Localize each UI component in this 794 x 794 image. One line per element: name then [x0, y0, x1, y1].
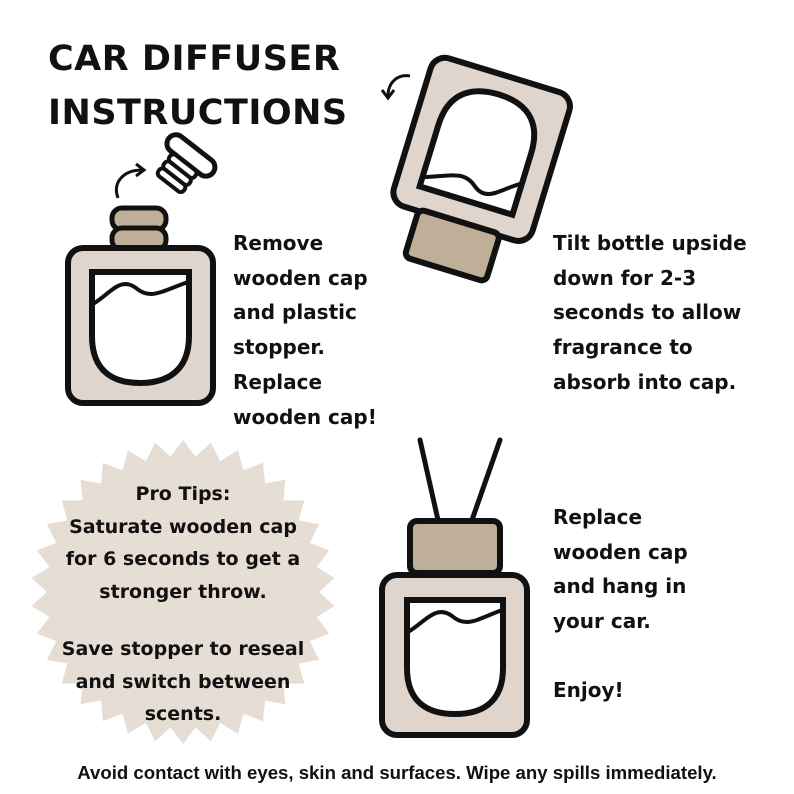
- tip-line: scents.: [144, 703, 222, 725]
- step-line: down for 2-3: [553, 265, 697, 290]
- enjoy-text: Enjoy!: [553, 677, 624, 702]
- step-line: wooden cap: [233, 265, 368, 290]
- step-line: absorb into cap.: [553, 369, 737, 394]
- tip-line: and switch between: [75, 670, 291, 693]
- step-line: seconds to allow: [553, 300, 742, 325]
- step-line: your car.: [553, 609, 651, 634]
- pro-tips-badge: [31, 440, 335, 744]
- pro-tips: Pro Tips: Saturate wooden cap for 6 seco…: [33, 478, 333, 731]
- curved-arrow-icon: [115, 162, 147, 199]
- page-title: CAR DIFFUSER INSTRUCTIONS: [48, 32, 348, 140]
- tip-line: Save stopper to reseal: [61, 638, 305, 660]
- bottle-open-illustration: [68, 132, 218, 403]
- step-line: Replace: [233, 369, 323, 394]
- rotate-arrow-icon: [380, 74, 411, 101]
- step-line: Replace: [553, 505, 643, 529]
- step-3-text: Replace wooden cap and hang in your car.…: [553, 500, 688, 708]
- stopper-icon: [155, 132, 218, 195]
- pro-tips-heading: Pro Tips:: [135, 483, 231, 505]
- step-line: stopper.: [233, 335, 326, 360]
- title-line: INSTRUCTIONS: [48, 93, 348, 133]
- step-line: and hang in: [553, 574, 687, 599]
- safety-warning: Avoid contact with eyes, skin and surfac…: [77, 762, 717, 783]
- bottle-tilted-illustration: [376, 54, 574, 284]
- title-line: CAR DIFFUSER: [48, 39, 341, 79]
- tip-line: Saturate wooden cap: [69, 515, 297, 538]
- step-2-text: Tilt bottle upside down for 2-3 seconds …: [553, 226, 747, 400]
- step-line: Remove: [233, 231, 324, 255]
- step-line: wooden cap!: [233, 404, 377, 429]
- step-line: fragrance to: [553, 335, 693, 360]
- tip-line: for 6 seconds to get a: [65, 548, 301, 570]
- bottle-with-reeds-illustration: [379, 437, 530, 738]
- step-line: wooden cap: [553, 539, 688, 564]
- step-line: and plastic: [233, 300, 357, 325]
- tip-line: stronger throw.: [99, 580, 267, 603]
- step-1-text: Remove wooden cap and plastic stopper. R…: [233, 226, 377, 434]
- step-line: Tilt bottle upside: [553, 231, 747, 255]
